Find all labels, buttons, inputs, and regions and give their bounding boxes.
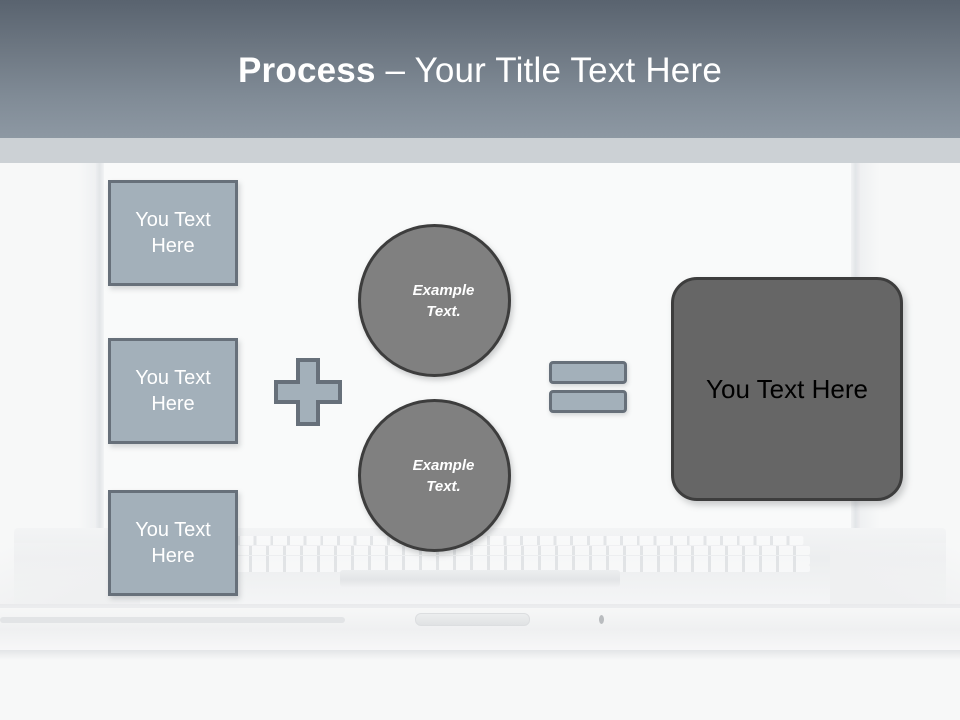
equals-icon-bar-bottom [549, 390, 627, 413]
laptop-deck-right-edge [830, 543, 960, 605]
page-title-bold: Process [238, 51, 376, 90]
page-title: Process – Your Title Text Here [0, 50, 960, 92]
input-box-3[interactable]: You Text Here [108, 490, 238, 596]
laptop-drive-slot [0, 617, 345, 623]
input-box-2[interactable]: You Text Here [108, 338, 238, 444]
equals-icon-bar-top [549, 361, 627, 384]
laptop-drop-shadow [0, 650, 960, 660]
input-box-1[interactable]: You Text Here [108, 180, 238, 286]
laptop-ir-port-icon [599, 615, 604, 624]
result-box[interactable]: You Text Here [671, 277, 903, 501]
laptop-spacebar [340, 570, 620, 587]
process-circle-1[interactable]: Example Text. [358, 224, 511, 377]
page-title-rest: – Your Title Text Here [375, 51, 722, 90]
process-circle-2[interactable]: Example Text. [358, 399, 511, 552]
process-circle-1-label: Example Text. [412, 281, 475, 320]
input-box-3-label: You Text Here [135, 519, 211, 567]
title-bar [0, 0, 960, 138]
process-circle-2-label: Example Text. [412, 456, 475, 495]
title-bar-underband [0, 138, 960, 163]
result-box-label: You Text Here [706, 374, 868, 404]
laptop-keyboard-keys [150, 536, 810, 572]
laptop-lid-left-glow [78, 139, 98, 557]
input-box-1-label: You Text Here [135, 209, 211, 257]
laptop-bezel-left [96, 139, 104, 557]
input-box-2-label: You Text Here [135, 367, 211, 415]
laptop-latch [415, 613, 530, 626]
plus-icon [274, 358, 342, 426]
